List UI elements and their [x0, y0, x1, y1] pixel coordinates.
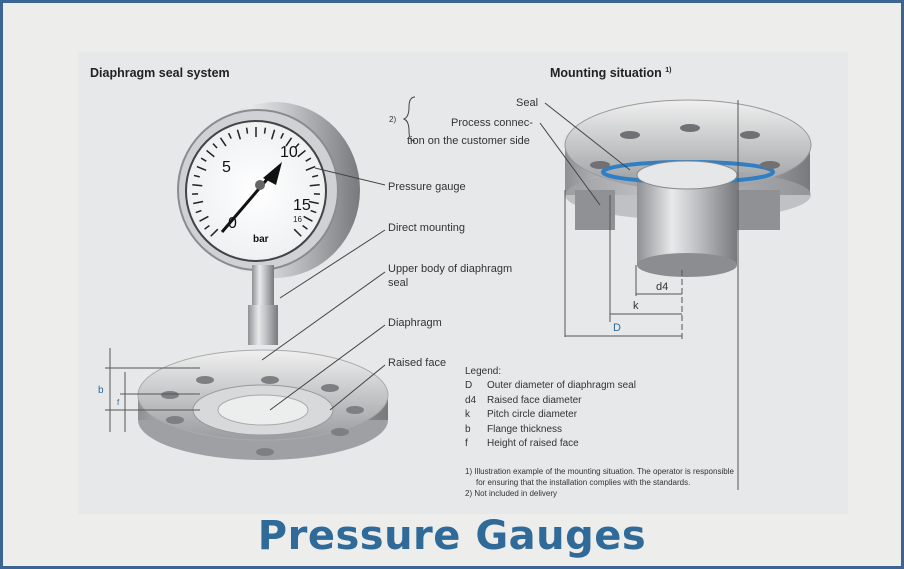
dial-tick [199, 215, 209, 222]
dial-tick [270, 129, 276, 140]
legend-text: Flange thickness [487, 423, 563, 435]
dial-tick [200, 157, 207, 162]
dial-tick [280, 132, 285, 139]
dim-d4: d4 [656, 281, 668, 293]
label-raised-face: Raised face [388, 357, 447, 369]
dial-tick [263, 127, 267, 134]
legend-symbol: b [465, 423, 471, 435]
dial-tick [210, 228, 219, 237]
legend-symbol: k [465, 409, 470, 420]
dial-tick [193, 200, 204, 205]
dial-number-15: 15 [293, 197, 311, 214]
legend-item: f Height of raised face [465, 438, 636, 453]
caption-title: Pressure Gauges [257, 513, 647, 559]
dial-tick [305, 165, 316, 172]
footnote-1: 1) Illustration example of the mounting … [465, 467, 734, 476]
legend-symbol: f [465, 438, 468, 449]
legend-symbol: d4 [465, 394, 477, 406]
legend-item: D Outer diameter of diaphragm seal [465, 380, 636, 395]
dial-tick [293, 228, 302, 237]
label-pressure-gauge: Pressure gauge [388, 181, 466, 193]
dial-tick [196, 165, 207, 172]
dial-tick [204, 224, 210, 230]
legend-text: Outer diameter of diaphragm seal [487, 380, 636, 391]
legend-item: d4 Raised face diameter [465, 395, 636, 410]
dial-tick [302, 224, 308, 230]
right-title-note: 1) [665, 66, 672, 74]
dial-unit: bar [253, 234, 269, 245]
dial-tick [285, 137, 293, 147]
legend-item: b Flange thickness [465, 424, 636, 439]
mounting-illustration [564, 99, 812, 277]
dim-D: D [613, 322, 621, 334]
dial-tick [310, 209, 317, 214]
legend-symbol: D [465, 380, 473, 391]
left-dimension-lines [105, 348, 200, 432]
label-process-connection: Process connec- [451, 117, 533, 129]
legend-heading: Legend: [465, 366, 502, 377]
footnote-2: 2) Not included in delivery [465, 489, 558, 498]
dial-tick [245, 127, 249, 134]
dial-tick [308, 200, 319, 205]
dial-number-5: 5 [222, 159, 231, 176]
right-leader-lines [402, 96, 631, 206]
legend-list: D Outer diameter of diaphragm seal d4 Rais… [465, 380, 636, 453]
label-upper-body: Upper body of diaphragm [388, 263, 513, 275]
dial-tick [206, 149, 215, 158]
legend-text: Raised face diameter [487, 394, 582, 406]
left-section-title: Diaphragm seal system [90, 66, 230, 80]
legend-text: Height of raised face [487, 438, 579, 449]
label-diaphragm: Diaphragm [388, 317, 442, 329]
dial-number-10: 10 [280, 144, 298, 161]
right-title-text: Mounting situation [550, 66, 662, 80]
dial-tick [303, 215, 313, 222]
dial-tick [312, 174, 319, 178]
left-leader-lines [261, 167, 386, 411]
label-direct-mounting: Direct mounting [388, 222, 466, 234]
dim-k: k [633, 300, 639, 312]
dial-tick [219, 137, 227, 147]
dial-tick [309, 183, 320, 187]
right-dimension-lines [564, 100, 739, 490]
dim-b: b [98, 385, 104, 396]
dial-tick [305, 157, 312, 162]
label-upper-body-2: seal [388, 277, 409, 289]
dial-number-16: 16 [293, 215, 302, 224]
dial-tick [236, 129, 242, 140]
dial-tick [193, 174, 200, 178]
dial-number-0: 0 [228, 215, 237, 232]
left-flange-illustration [137, 349, 389, 460]
dial-tick [297, 149, 306, 158]
dial-tick [294, 143, 300, 149]
dial-tick [192, 183, 203, 187]
bracket-note: 2) [389, 115, 397, 124]
pressure-gauge-illustration: 5 10 15 0 16 bar [177, 102, 360, 345]
dial-tick [227, 132, 232, 139]
dial-tick [195, 209, 202, 214]
legend-item: k Pitch circle diameter [465, 409, 636, 424]
footnote-1-cont: for ensuring that the installation compl… [476, 478, 691, 487]
dim-f: f [117, 398, 120, 407]
legend-text: Pitch circle diameter [487, 409, 578, 420]
right-section-title: Mounting situation 1) [550, 66, 672, 80]
label-process-connection-2: tion on the customer side [407, 135, 530, 147]
dial-tick [212, 143, 218, 149]
label-seal: Seal [516, 97, 539, 109]
